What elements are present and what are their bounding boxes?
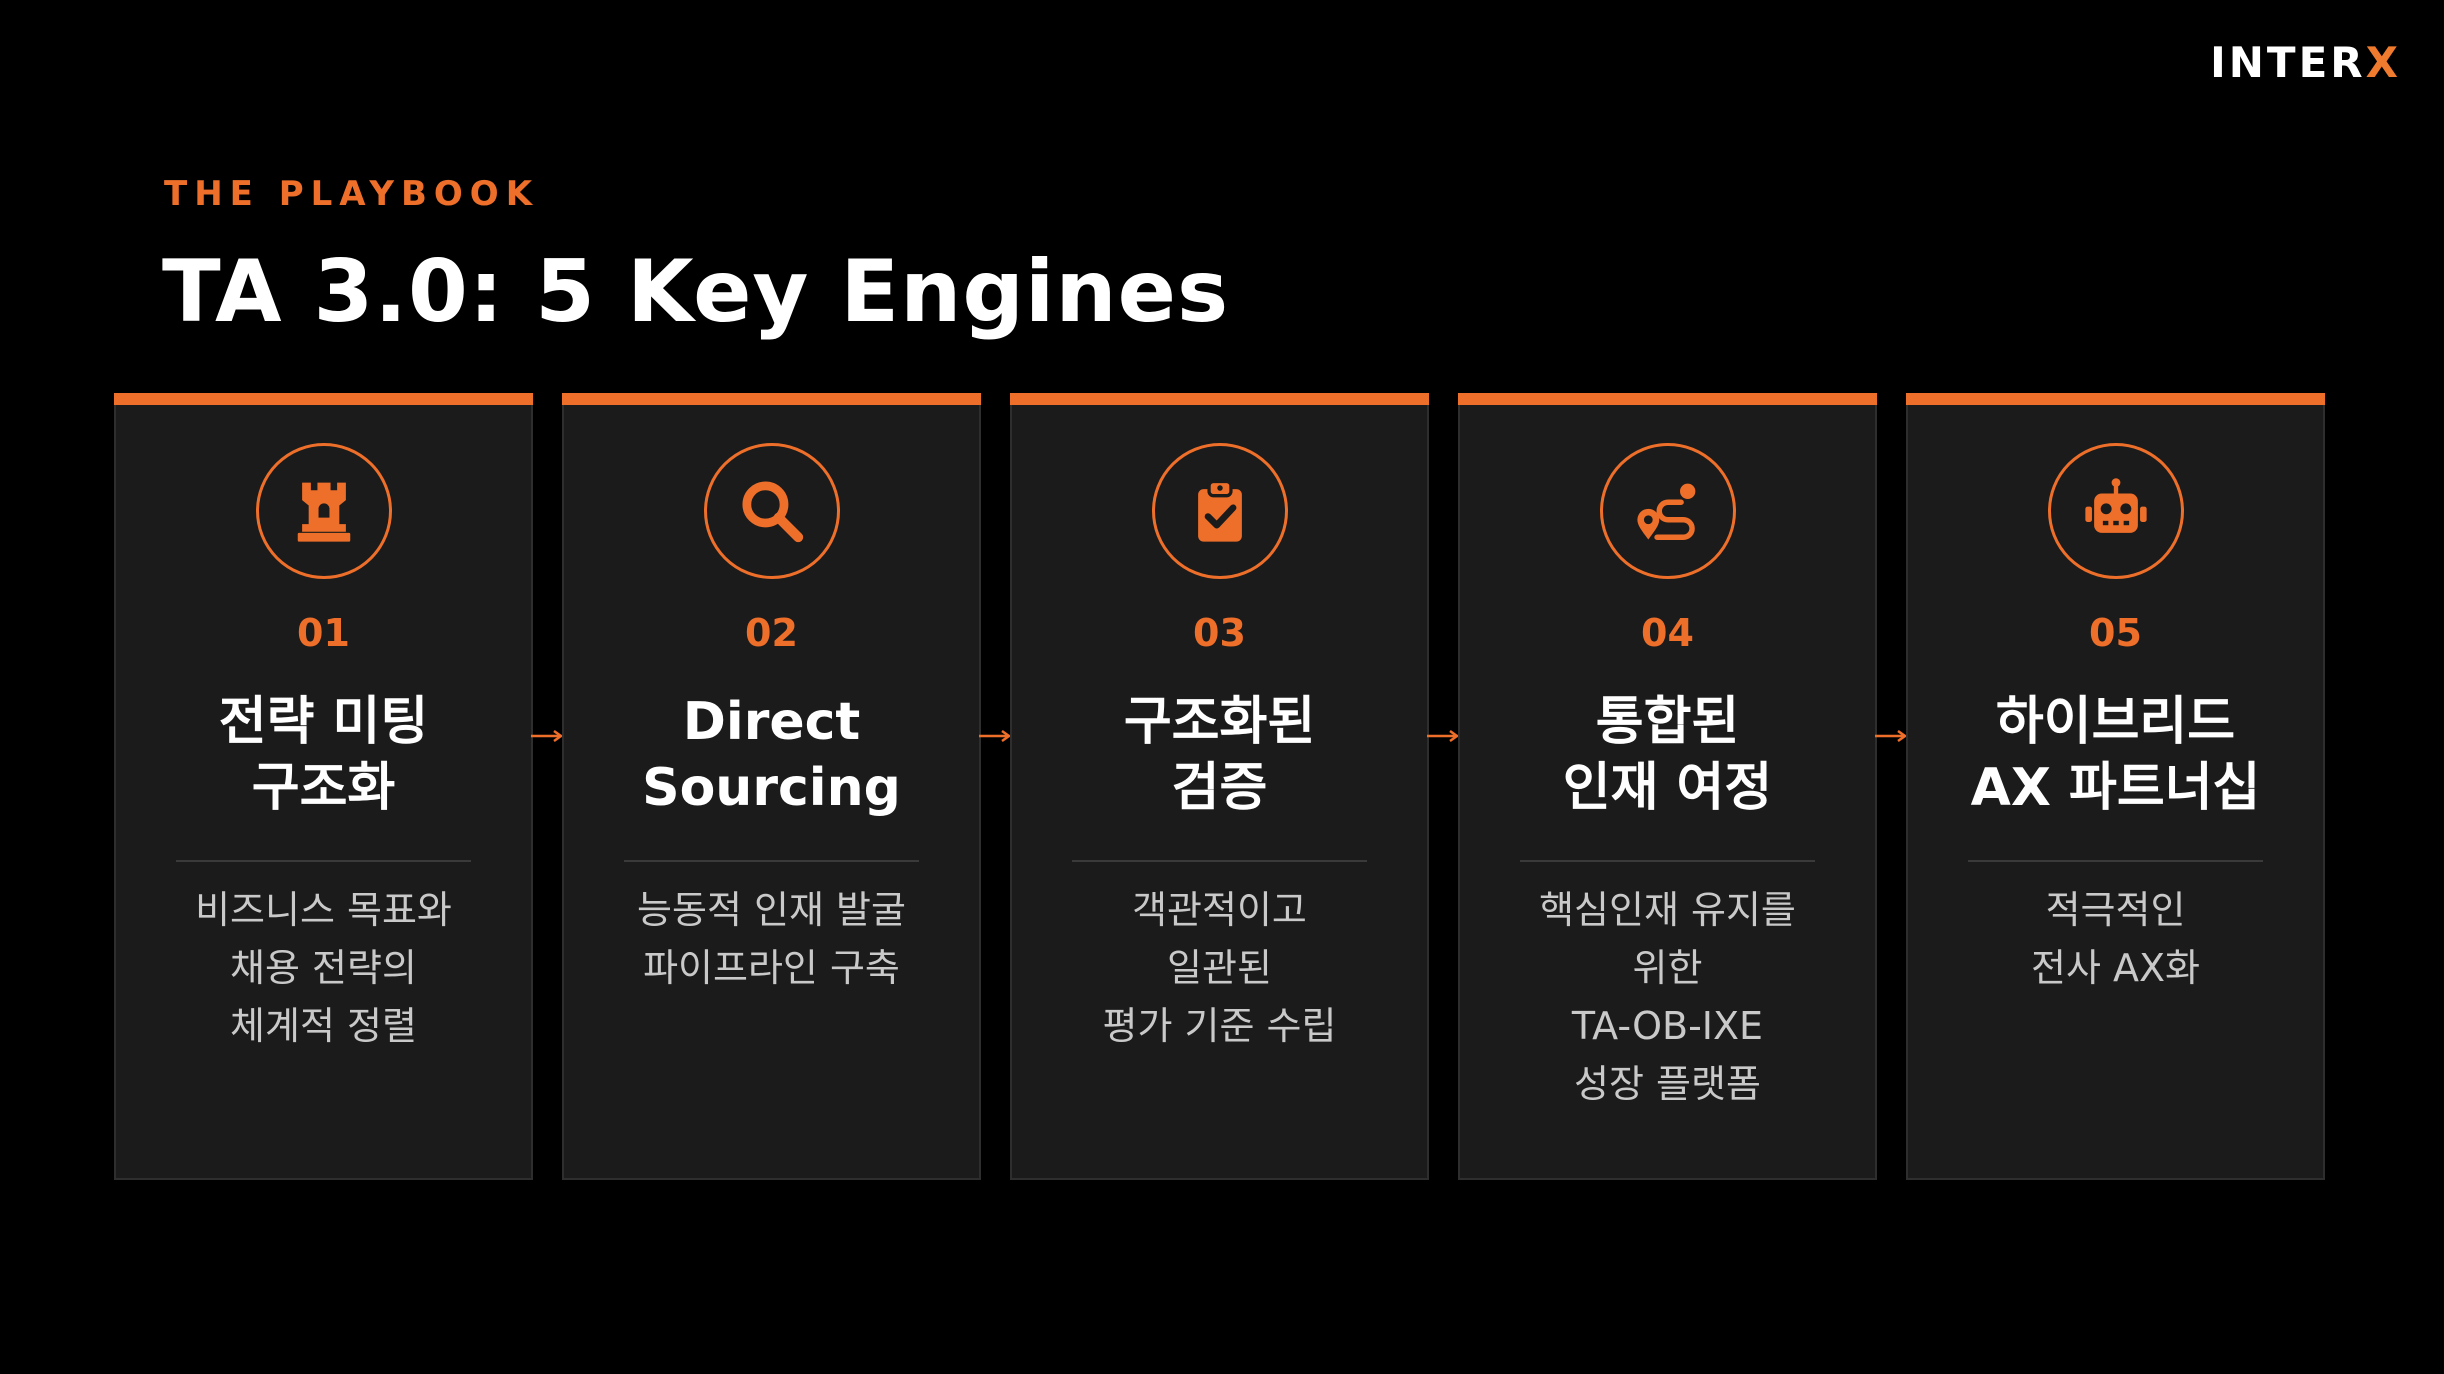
- card-title-line: Sourcing: [642, 758, 901, 818]
- chess-rook-icon: [255, 443, 392, 579]
- card-description: 핵심인재 유지를 위한 TA-OB-IXE 성장 플랫폼: [1460, 881, 1875, 1113]
- card-title-line: AX 파트너십: [1970, 758, 2261, 818]
- card-title-line: 전략 미팅: [218, 692, 429, 752]
- card-accent-bar: [1010, 393, 1429, 405]
- card-desc-line: 객관적이고: [1132, 888, 1307, 932]
- card-divider: [1968, 860, 2263, 862]
- card-title-line: 하이브리드: [1995, 692, 2236, 752]
- card-title: Direct Sourcing: [564, 689, 979, 821]
- card-desc-line: 적극적인: [2045, 888, 2186, 932]
- engine-card-05: 05 하이브리드 AX 파트너십 적극적인 전사 AX화: [1906, 393, 2325, 1180]
- card-title: 구조화된 검증: [1012, 689, 1427, 821]
- engine-card-02: 02 Direct Sourcing 능동적 인재 발굴 파이프라인 구축: [562, 393, 981, 1180]
- card-title-line: 인재 여정: [1562, 758, 1773, 818]
- card-desc-line: 채용 전략의: [230, 946, 417, 990]
- page-title: TA 3.0: 5 Key Engines: [162, 242, 1230, 342]
- engine-cards: 01 전략 미팅 구조화 비즈니스 목표와 채용 전략의 체계적 정렬 02 D…: [114, 393, 2326, 1180]
- card-title-line: 구조화된: [1123, 692, 1316, 752]
- card-accent-bar: [1906, 393, 2325, 405]
- card-divider: [1520, 860, 1815, 862]
- arrow-right-icon: [1427, 729, 1460, 743]
- card-desc-line: 체계적 정렬: [230, 1004, 417, 1048]
- arrow-right-icon: [1875, 729, 1908, 743]
- card-description: 능동적 인재 발굴 파이프라인 구축: [564, 881, 979, 997]
- card-description: 객관적이고 일관된 평가 기준 수립: [1012, 881, 1427, 1055]
- card-desc-line: 파이프라인 구축: [643, 946, 900, 990]
- card-accent-bar: [114, 393, 533, 405]
- card-accent-bar: [1458, 393, 1877, 405]
- card-desc-line: TA-OB-IXE: [1571, 1004, 1764, 1048]
- card-divider: [1072, 860, 1367, 862]
- card-title-line: 통합된: [1595, 692, 1740, 752]
- arrow-right-icon: [979, 729, 1012, 743]
- magnifying-glass-icon: [703, 443, 840, 579]
- card-title: 전략 미팅 구조화: [116, 689, 531, 821]
- card-description: 비즈니스 목표와 채용 전략의 체계적 정렬: [116, 881, 531, 1055]
- card-number: 05: [2089, 611, 2142, 655]
- card-title-line: 구조화: [251, 758, 396, 818]
- card-number: 02: [745, 611, 798, 655]
- logo-main-text: INTER: [2210, 38, 2366, 87]
- card-number: 01: [297, 611, 350, 655]
- card-number: 03: [1193, 611, 1246, 655]
- card-title-line: 검증: [1171, 758, 1268, 818]
- brand-logo: INTERX: [2210, 38, 2401, 87]
- card-desc-line: 성장 플랫폼: [1574, 1062, 1761, 1106]
- card-number: 04: [1641, 611, 1694, 655]
- card-desc-line: 전사 AX화: [2031, 946, 2200, 990]
- card-desc-line: 능동적 인재 발굴: [637, 888, 906, 932]
- card-desc-line: 핵심인재 유지를: [1539, 888, 1796, 932]
- card-accent-bar: [562, 393, 981, 405]
- logo-accent-text: X: [2365, 38, 2401, 87]
- card-divider: [176, 860, 471, 862]
- card-divider: [624, 860, 919, 862]
- engine-card-01: 01 전략 미팅 구조화 비즈니스 목표와 채용 전략의 체계적 정렬: [114, 393, 533, 1180]
- card-title: 통합된 인재 여정: [1460, 689, 1875, 821]
- robot-icon: [2047, 443, 2184, 579]
- card-title-line: Direct: [682, 692, 861, 752]
- card-title: 하이브리드 AX 파트너십: [1908, 689, 2323, 821]
- section-eyebrow: THE PLAYBOOK: [164, 174, 540, 214]
- card-desc-line: 평가 기준 수립: [1102, 1004, 1337, 1048]
- engine-card-04: 04 통합된 인재 여정 핵심인재 유지를 위한 TA-OB-IXE 성장 플랫…: [1458, 393, 1877, 1180]
- card-desc-line: 일관된: [1167, 946, 1272, 990]
- arrow-right-icon: [531, 729, 564, 743]
- clipboard-check-icon: [1151, 443, 1288, 579]
- route-icon: [1599, 443, 1736, 579]
- card-description: 적극적인 전사 AX화: [1908, 881, 2323, 997]
- card-desc-line: 비즈니스 목표와: [195, 888, 452, 932]
- card-desc-line: 위한: [1632, 946, 1703, 990]
- engine-card-03: 03 구조화된 검증 객관적이고 일관된 평가 기준 수립: [1010, 393, 1429, 1180]
